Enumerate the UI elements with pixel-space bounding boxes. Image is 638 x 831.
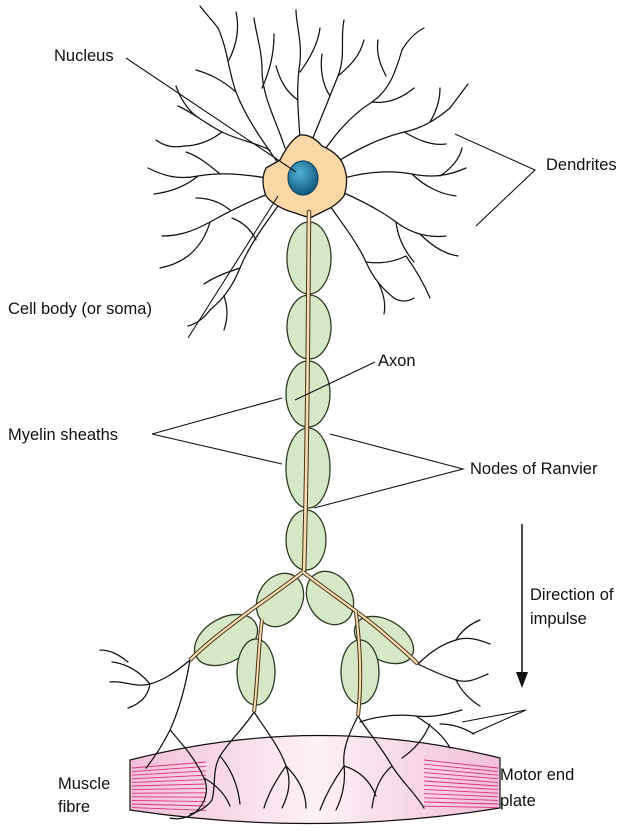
label-motor-line1: Motor end [500, 766, 574, 784]
label-direction-line1: Direction of [530, 586, 614, 604]
cell-body [263, 135, 347, 218]
label-cell-body: Cell body (or soma) [8, 300, 152, 318]
label-direction-line2: impulse [530, 610, 587, 628]
label-muscle-line1: Muscle [58, 775, 110, 793]
label-axon: Axon [378, 352, 416, 370]
label-dendrites: Dendrites [546, 156, 617, 174]
label-myelin-sheaths: Myelin sheaths [8, 426, 118, 444]
label-nodes-of-ranvier: Nodes of Ranvier [470, 460, 598, 478]
nucleus [288, 161, 318, 195]
label-nucleus: Nucleus [54, 47, 114, 65]
label-motor-line2: plate [500, 792, 536, 810]
direction-arrow [516, 524, 528, 688]
label-muscle-line2: fibre [58, 798, 90, 816]
